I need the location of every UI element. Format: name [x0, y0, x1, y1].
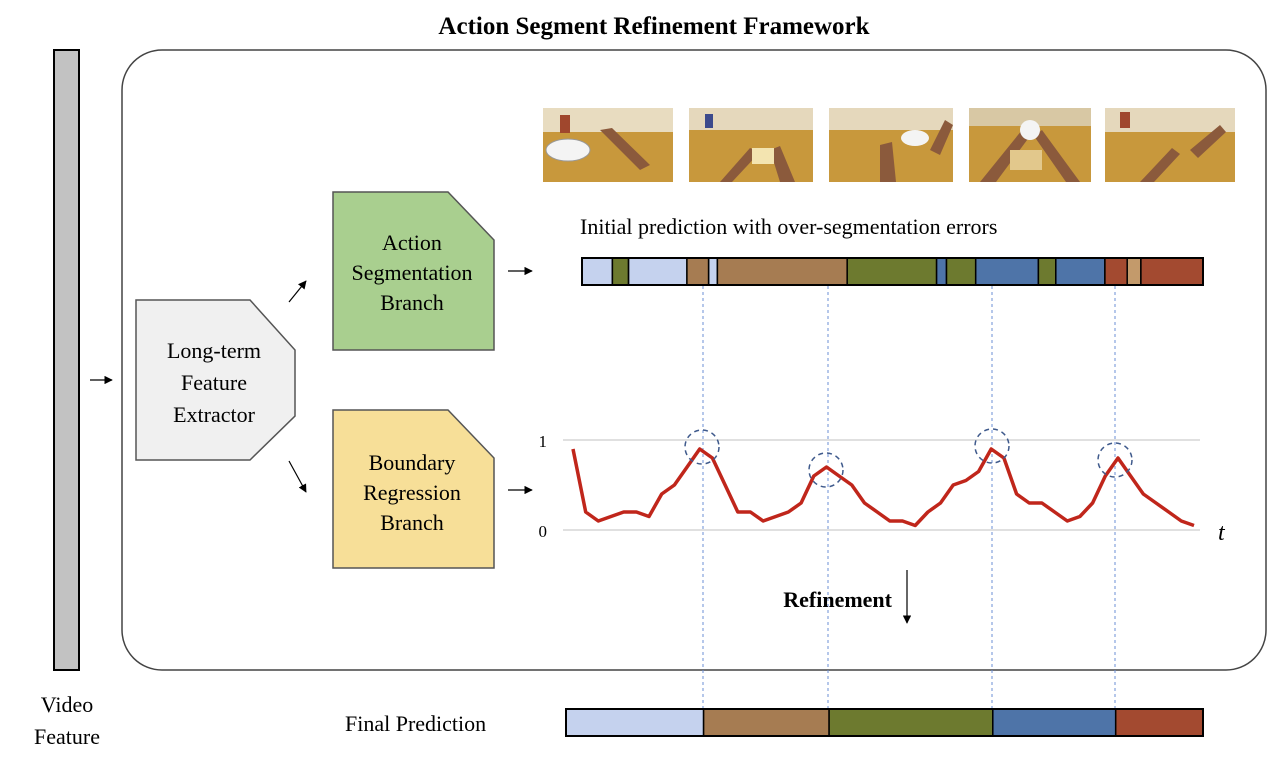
framework-frame	[121, 49, 1267, 671]
initial-prediction-segment-11	[1037, 257, 1057, 286]
video-feature-bar	[53, 49, 80, 671]
video-feature-label-line1: Video	[41, 692, 93, 717]
final-prediction-label: Final Prediction	[345, 711, 486, 736]
page-title: Action Segment Refinement Framework	[438, 13, 869, 40]
initial-prediction-segment-3	[627, 257, 688, 286]
initial-prediction-label: Initial prediction with over-segmentatio…	[580, 214, 997, 239]
video-frame-2	[689, 108, 813, 182]
boundary-score-curve	[571, 447, 1195, 528]
peak-highlights	[684, 428, 1133, 488]
initial-prediction-segment-5	[707, 257, 719, 286]
extractor-box	[135, 299, 296, 461]
boundary-label-line3: Branch	[380, 510, 444, 535]
video-feature-label-line2: Feature	[34, 724, 100, 749]
initial-prediction-bar	[581, 257, 1204, 286]
boundary-label-line2: Regression	[363, 480, 461, 505]
initial-prediction-outline	[581, 257, 1204, 286]
initial-prediction-segment-1	[581, 257, 614, 286]
axis-tick-1: 1	[539, 432, 548, 451]
video-frame-4	[969, 108, 1091, 182]
initial-prediction-segment-13	[1104, 257, 1129, 286]
refinement-label: Refinement	[783, 587, 892, 612]
initial-prediction-segment-10	[974, 257, 1040, 286]
final-prediction-segment-1	[565, 708, 705, 737]
initial-prediction-segment-12	[1055, 257, 1106, 286]
peak-circle-3	[974, 428, 1010, 464]
peak-circle-2	[808, 452, 844, 488]
video-frame-3	[829, 108, 953, 182]
boundary-guide-lines	[702, 286, 1116, 710]
final-prediction-segment-3	[828, 708, 994, 737]
initial-prediction-segment-4	[686, 257, 710, 286]
final-prediction-segment-5	[1114, 708, 1204, 737]
arrow-extractor-to-segmentation	[288, 280, 307, 303]
initial-prediction-segment-8	[935, 257, 948, 286]
boundary-branch-box	[332, 409, 495, 569]
video-frame-5	[1105, 108, 1235, 182]
arrow-extractor-to-boundary	[288, 460, 307, 493]
final-prediction-segment-2	[702, 708, 830, 737]
axis-tick-0: 0	[539, 522, 548, 541]
peak-circle-4	[1097, 442, 1133, 478]
time-axis-label: t	[1218, 520, 1226, 546]
segmentation-label-line2: Segmentation	[352, 260, 473, 285]
extractor-label-line2: Feature	[181, 370, 247, 395]
segmentation-branch-box	[332, 191, 495, 351]
initial-prediction-segment-6	[716, 257, 848, 286]
final-prediction-segment-4	[992, 708, 1117, 737]
extractor-label-line3: Extractor	[173, 402, 256, 427]
video-frames	[543, 108, 1235, 182]
initial-prediction-segment-7	[846, 257, 938, 286]
segmentation-label-line3: Branch	[380, 290, 444, 315]
initial-prediction-segment-9	[945, 257, 977, 286]
initial-prediction-segment-15	[1140, 257, 1204, 286]
video-frame-1	[543, 108, 673, 182]
peak-circle-1	[684, 429, 720, 465]
initial-prediction-segment-2	[611, 257, 630, 286]
final-prediction-bar	[565, 708, 1204, 737]
extractor-label-line1: Long-term	[167, 338, 261, 363]
boundary-label-line1: Boundary	[369, 450, 456, 475]
final-prediction-outline	[565, 708, 1204, 737]
initial-prediction-segment-14	[1126, 257, 1142, 286]
segmentation-label-line1: Action	[382, 230, 442, 255]
